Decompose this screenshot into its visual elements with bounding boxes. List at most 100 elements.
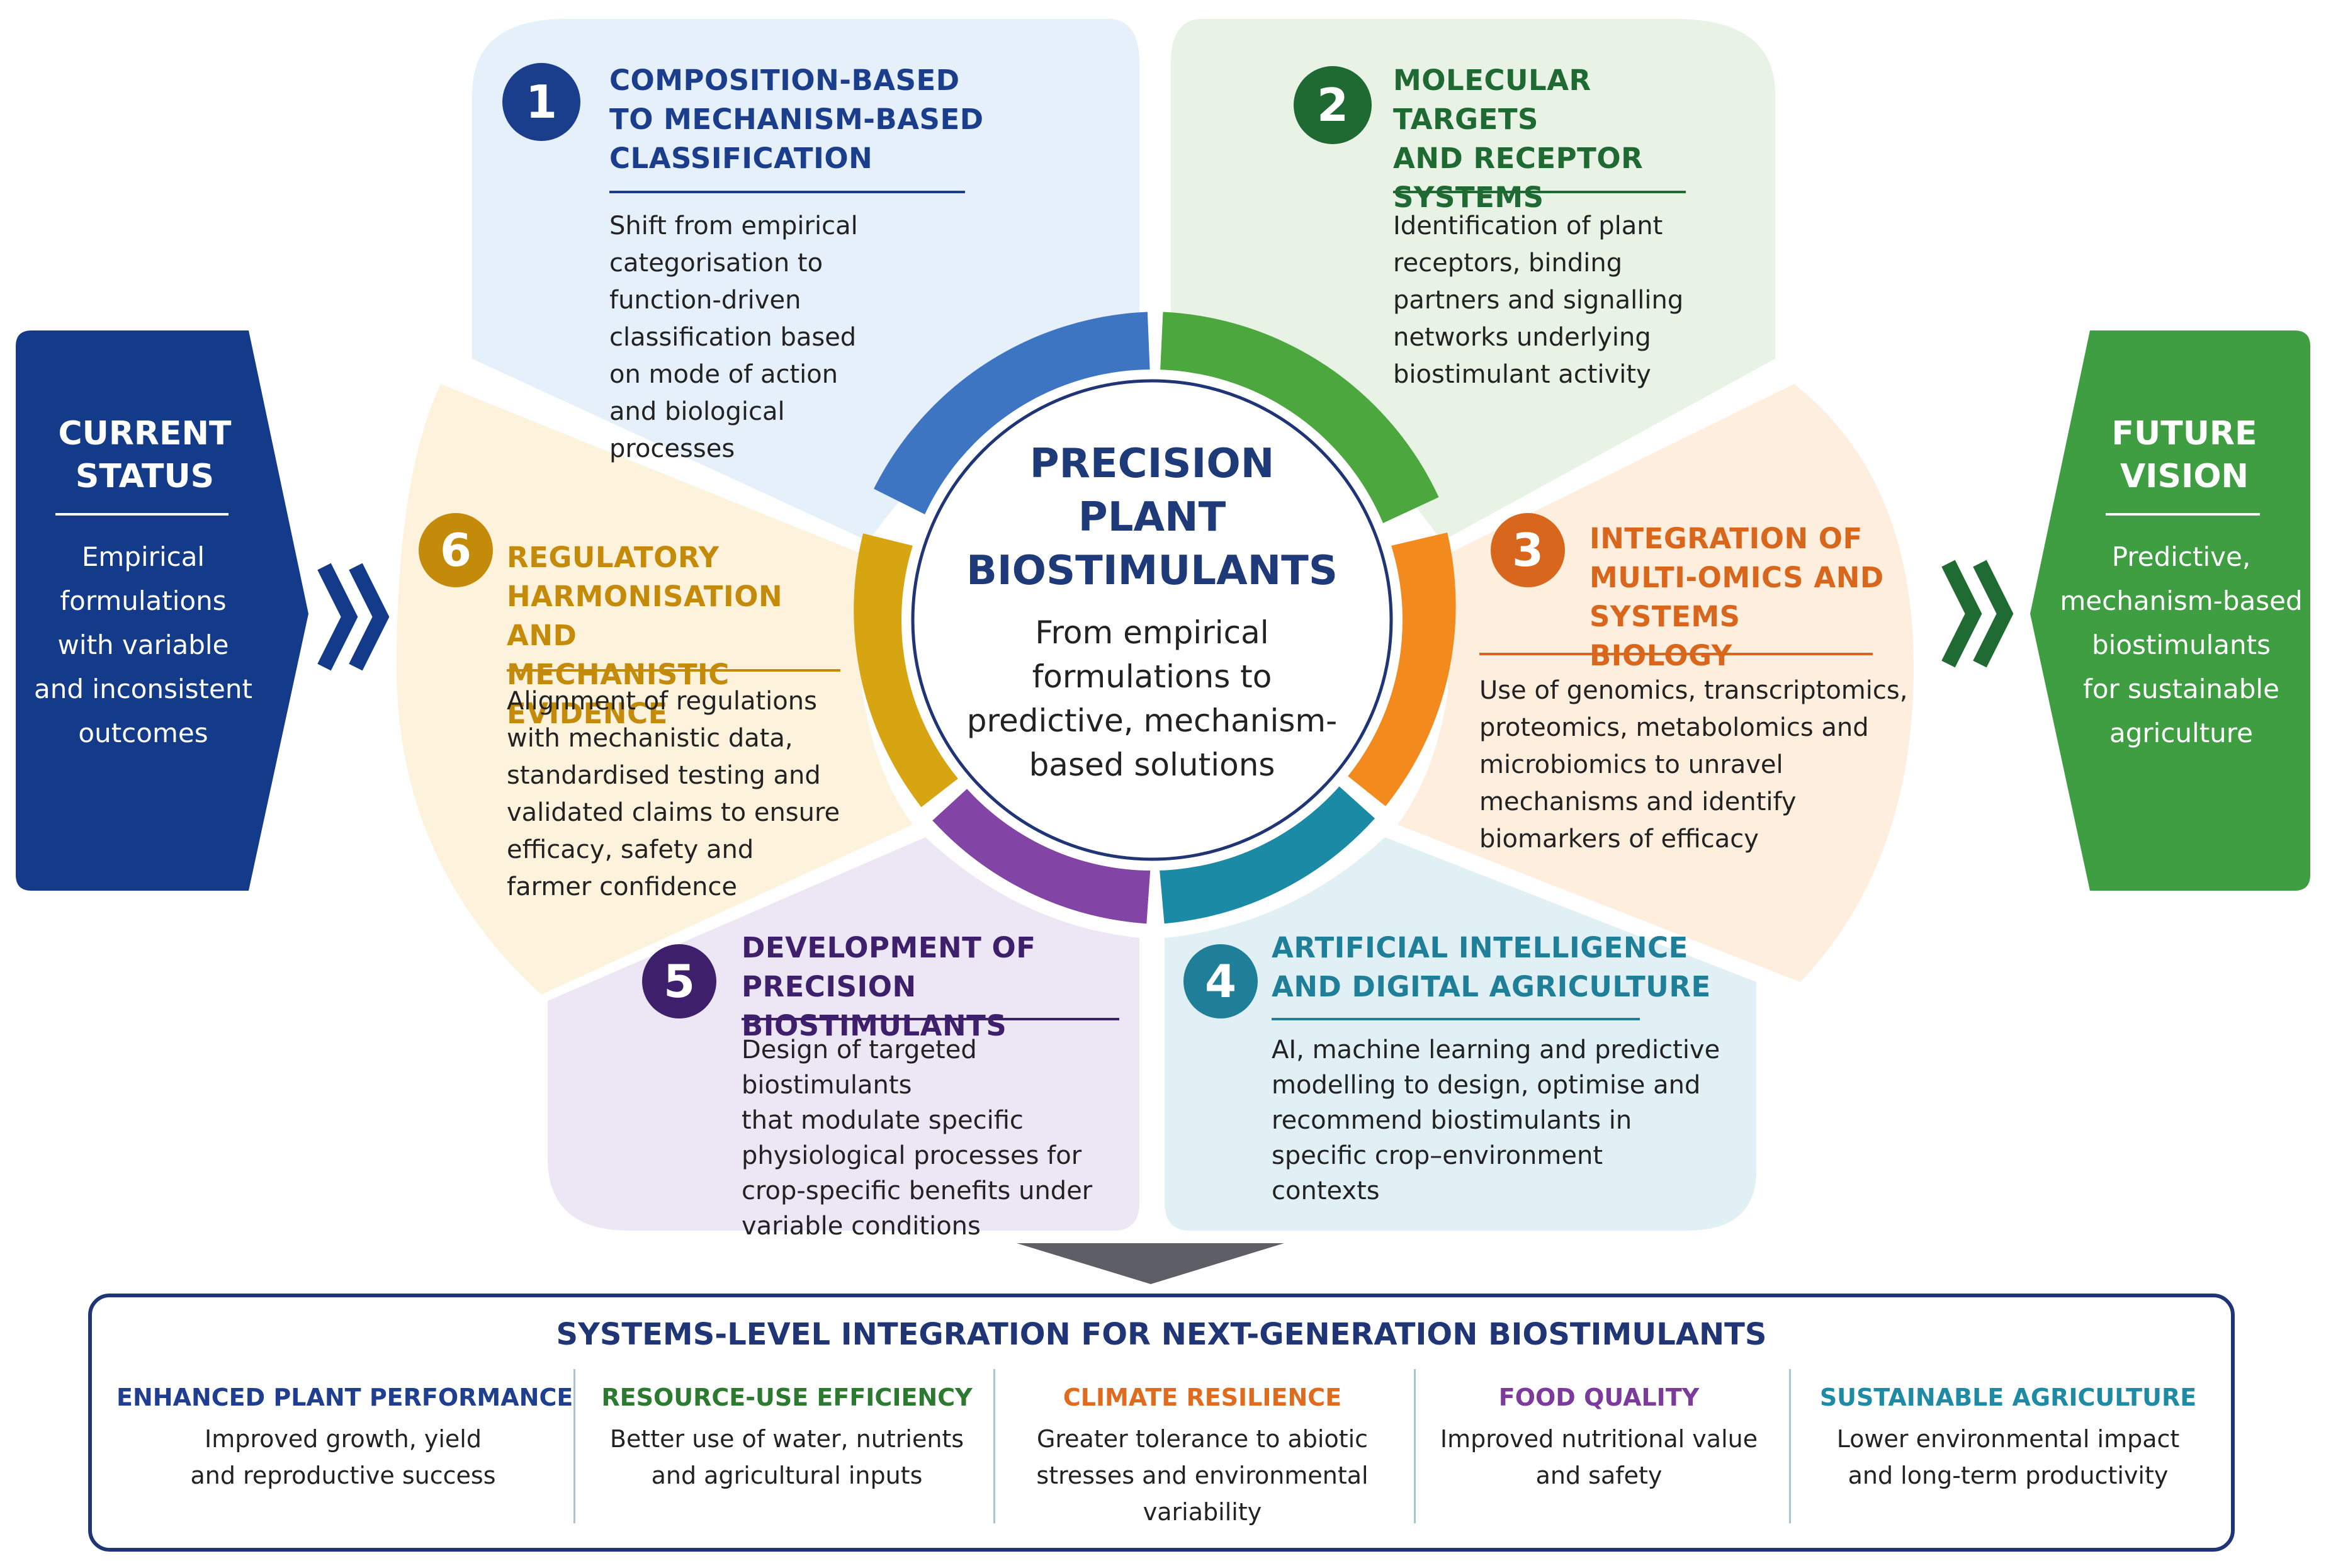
benefit-description-line: and long-term productivity bbox=[1848, 1462, 2169, 1489]
section-6-description-line: farmer confidence bbox=[507, 872, 738, 901]
future-vision-body-line: mechanism-based bbox=[2060, 585, 2303, 616]
ring-segment-3 bbox=[1333, 533, 1456, 806]
section-2-title: MOLECULAR TARGETS AND RECEPTOR SYSTEMS bbox=[1393, 61, 1746, 217]
section-3-divider bbox=[1479, 653, 1873, 655]
center-disc bbox=[901, 369, 1403, 871]
section-6-description: Alignment of regulations with mechanisti… bbox=[507, 683, 878, 906]
section-5-description-line: variable conditions bbox=[742, 1212, 981, 1241]
section-2-title-line: MOLECULAR TARGETS bbox=[1393, 64, 1591, 136]
section-5-title: DEVELOPMENT OF PRECISION BIOSTIMULANTS bbox=[742, 928, 1132, 1046]
down-arrow-icon bbox=[1017, 1243, 1284, 1284]
section-1-number: 1 bbox=[525, 76, 558, 128]
column-divider bbox=[1414, 1369, 1416, 1523]
current-status-title: CURRENT STATUS bbox=[25, 412, 264, 498]
future-vision-title: FUTURE VISION bbox=[2068, 412, 2301, 498]
section-2-description-line: Identification of plant bbox=[1393, 212, 1663, 240]
section-2-number-badge: 2 bbox=[1294, 66, 1372, 144]
section-3-description-line: Use of genomics, transcriptomics, bbox=[1479, 676, 1908, 705]
benefit-heading: ENHANCED PLANT PERFORMANCE bbox=[116, 1384, 573, 1411]
petal-4-background bbox=[1165, 837, 1756, 1231]
center-subtitle-line: formulations to bbox=[1032, 658, 1272, 695]
center-title-line: PRECISION bbox=[1029, 441, 1275, 487]
section-2-title-line: SYSTEMS bbox=[1393, 181, 1544, 214]
section-6-divider bbox=[507, 669, 840, 672]
section-1-title-line: COMPOSITION-BASED bbox=[609, 64, 960, 97]
section-4-number: 4 bbox=[1204, 955, 1237, 1008]
section-4-description: AI, machine learning and predictive mode… bbox=[1272, 1032, 1737, 1209]
section-6-description-line: with mechanistic data, bbox=[507, 724, 793, 753]
benefit-description-line: and agricultural inputs bbox=[651, 1462, 923, 1489]
section-4-title: ARTIFICIAL INTELLIGENCE AND DIGITAL AGRI… bbox=[1272, 928, 1731, 1007]
column-divider bbox=[993, 1369, 995, 1523]
section-1-description-line: categorisation to bbox=[609, 249, 823, 278]
benefit-description-line: and safety bbox=[1535, 1462, 1663, 1489]
future-vision-body: Predictive, mechanism-based biostimulant… bbox=[2058, 535, 2304, 755]
center-subtitle-line: From empirical bbox=[1035, 614, 1269, 651]
section-4-description-line: contexts bbox=[1272, 1176, 1380, 1205]
ring-segment-4 bbox=[1158, 774, 1375, 924]
section-4-title-line: ARTIFICIAL INTELLIGENCE bbox=[1272, 931, 1688, 964]
section-1-description-line: function-driven bbox=[609, 286, 801, 315]
section-4-divider bbox=[1272, 1018, 1640, 1020]
section-2-title-line: AND RECEPTOR bbox=[1393, 142, 1644, 175]
current-status-title-line: STATUS bbox=[75, 458, 215, 495]
benefit-description-line: Improved nutritional value bbox=[1440, 1425, 1758, 1453]
benefit-heading: SUSTAINABLE AGRICULTURE bbox=[1819, 1384, 2197, 1411]
center-title: PRECISION PLANT BIOSTIMULANTS bbox=[944, 437, 1360, 598]
section-5-description-line: Design of targeted biostimulants bbox=[742, 1035, 977, 1100]
section-3-title-line: SYSTEMS BIOLOGY bbox=[1589, 600, 1741, 672]
benefit-heading: FOOD QUALITY bbox=[1498, 1384, 1700, 1411]
section-3-description: Use of genomics, transcriptomics, proteo… bbox=[1479, 672, 1914, 858]
section-6-title-line: HARMONISATION AND bbox=[507, 580, 783, 652]
section-3-number: 3 bbox=[1511, 524, 1544, 577]
section-3-description-line: biomarkers of efficacy bbox=[1479, 825, 1759, 854]
current-status-body-line: Empirical bbox=[81, 541, 205, 572]
section-3-description-line: proteomics, metabolomics and bbox=[1479, 713, 1869, 742]
benefit-column: CLIMATE RESILIENCE Greater tolerance to … bbox=[1004, 1382, 1401, 1530]
section-1-title: COMPOSITION-BASED TO MECHANISM-BASED CLA… bbox=[609, 61, 1000, 178]
section-5-description-line: that modulate specific bbox=[742, 1106, 1024, 1135]
future-vision-title-line: FUTURE bbox=[2111, 415, 2257, 453]
section-6-title: REGULATORY HARMONISATION AND MECHANISTIC… bbox=[507, 538, 859, 733]
section-4-number-badge: 4 bbox=[1183, 944, 1258, 1018]
current-status-title-line: CURRENT bbox=[58, 415, 232, 453]
section-5-number: 5 bbox=[663, 955, 696, 1008]
section-3-description-line: microbiomics to unravel bbox=[1479, 750, 1783, 779]
section-4-description-line: modelling to design, optimise and bbox=[1272, 1071, 1701, 1100]
section-5-number-badge: 5 bbox=[642, 944, 716, 1018]
current-status-body-line: formulations bbox=[60, 585, 227, 616]
future-vision-body-line: for sustainable bbox=[2083, 674, 2279, 704]
ring-segment-6 bbox=[854, 533, 974, 808]
benefit-heading: RESOURCE-USE EFFICIENCY bbox=[601, 1384, 973, 1411]
center-subtitle-line: predictive, mechanism- bbox=[966, 702, 1338, 739]
section-2-description: Identification of plant receptors, bindi… bbox=[1393, 208, 1746, 393]
benefit-heading: CLIMATE RESILIENCE bbox=[1063, 1384, 1342, 1411]
petal-5-background bbox=[548, 837, 1139, 1231]
benefit-column: SUSTAINABLE AGRICULTURE Lower environmen… bbox=[1800, 1382, 2216, 1494]
current-status-body: Empirical formulations with variable and… bbox=[16, 535, 271, 755]
current-status-panel bbox=[16, 330, 308, 891]
benefit-column: RESOURCE-USE EFFICIENCY Better use of wa… bbox=[585, 1382, 988, 1494]
right-double-chevron-icon bbox=[1941, 560, 2014, 668]
section-3-description-line: mechanisms and identify bbox=[1479, 787, 1797, 816]
benefit-description-line: Lower environmental impact bbox=[1836, 1425, 2180, 1453]
section-6-description-line: Alignment of regulations bbox=[507, 687, 817, 716]
section-1-title-line: CLASSIFICATION bbox=[609, 142, 873, 175]
section-5-title-line: PRECISION BIOSTIMULANTS bbox=[742, 970, 1007, 1042]
section-6-description-line: standardised testing and bbox=[507, 761, 821, 790]
left-double-chevron-icon bbox=[317, 563, 390, 671]
section-4-description-line: AI, machine learning and predictive bbox=[1272, 1035, 1720, 1064]
future-vision-panel bbox=[2030, 330, 2310, 891]
ring-segment-2 bbox=[1159, 312, 1439, 526]
section-3-title-line: MULTI-OMICS AND bbox=[1589, 561, 1884, 594]
section-2-description-line: biostimulant activity bbox=[1393, 360, 1651, 389]
petal-6-background bbox=[397, 384, 913, 995]
section-6-number: 6 bbox=[439, 524, 472, 577]
section-2-number: 2 bbox=[1316, 79, 1349, 132]
section-3-title: INTEGRATION OF MULTI-OMICS AND SYSTEMS B… bbox=[1589, 519, 1892, 675]
future-vision-body-line: biostimulants bbox=[2092, 629, 2271, 660]
section-4-description-line: recommend biostimulants in bbox=[1272, 1106, 1632, 1135]
section-5-title-line: DEVELOPMENT OF bbox=[742, 931, 1036, 964]
